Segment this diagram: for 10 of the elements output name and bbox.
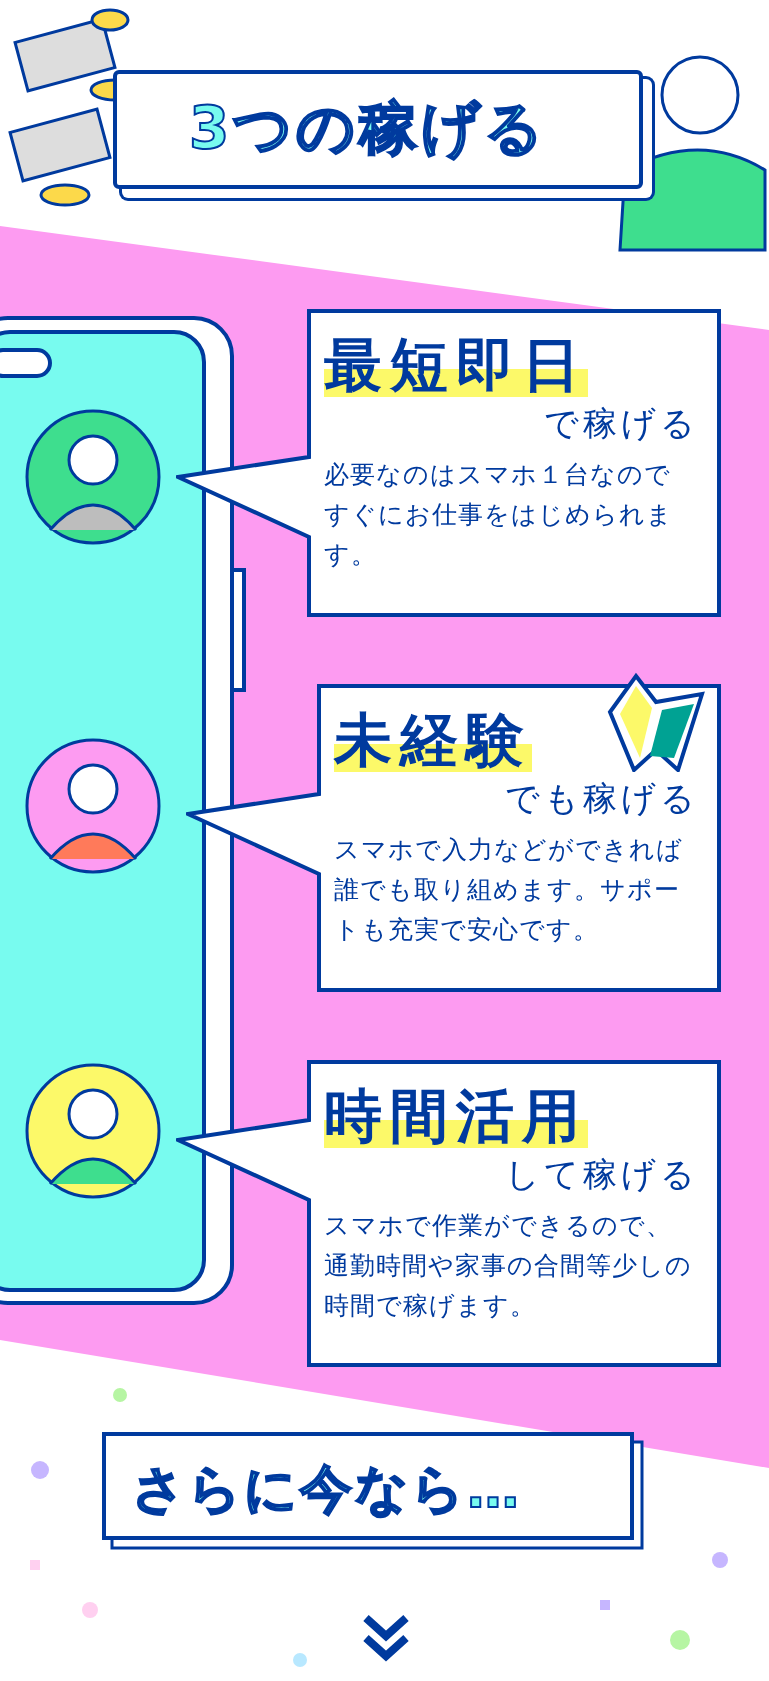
banner-text: さらに今なら… (132, 1458, 522, 1521)
bubble-subheading: して稼げる (505, 1153, 699, 1196)
bubble-text: スマホで作業ができるので、通勤時間や家事の合間等少しの時間で稼げます。 (324, 1210, 693, 1322)
speech-bubble (176, 1060, 721, 1367)
banner-box (102, 1432, 644, 1550)
bubble-subheading: でも稼げる (505, 777, 699, 820)
bubble-subheading: で稼げる (544, 402, 699, 445)
bubble-text: スマホで入力などができれば誰でも取り組めます。サポートも充実で安心です。 (334, 834, 684, 946)
bubble-text: 必要なのはスマホ１台なのですぐにお仕事をはじめられます。 (324, 459, 674, 571)
speech-bubble (176, 309, 721, 617)
